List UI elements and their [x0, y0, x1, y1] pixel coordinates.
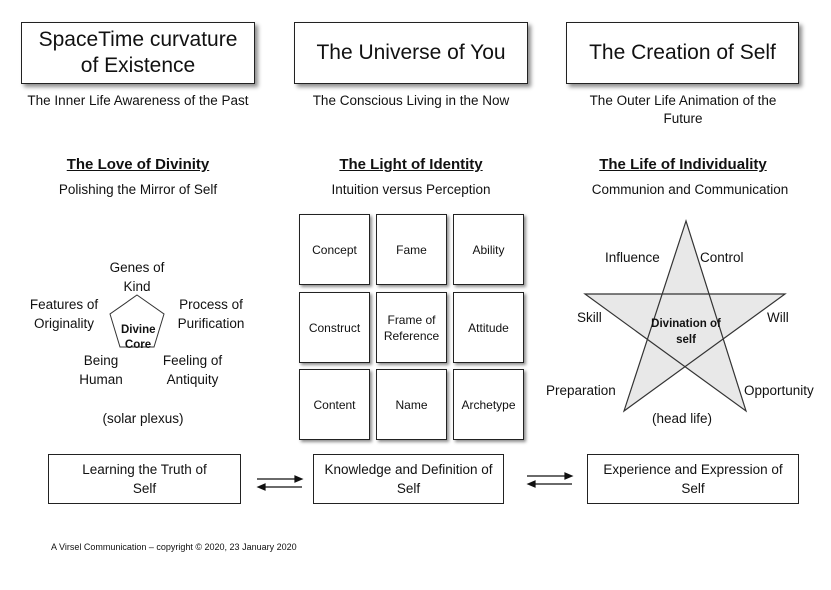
- label-feeling-of-antiquity: Feeling of Antiquity: [162, 353, 223, 387]
- grid-text-frame-of-reference: Frame of Reference: [383, 312, 440, 343]
- grid-cell-name: Name: [376, 369, 447, 440]
- star-center-label: Divination of self: [651, 318, 721, 346]
- text-knowledge-definition: Knowledge and Definition of Self: [324, 462, 493, 496]
- grid-cell-content: Content: [299, 369, 370, 440]
- label-being-human: Being Human: [79, 353, 123, 387]
- title-box-creation: The Creation of Self: [566, 22, 799, 84]
- grid-text-attitude: Attitude: [468, 320, 509, 335]
- grid-text-concept: Concept: [312, 242, 357, 257]
- subtitle-outer-life: The Outer Life Animation of the Future: [589, 93, 777, 126]
- title-spacetime: SpaceTime curvature of Existence: [38, 28, 238, 77]
- title-box-universe: The Universe of You: [294, 22, 528, 84]
- title-universe: The Universe of You: [316, 41, 506, 64]
- label-will: Will: [767, 310, 789, 325]
- heading-light-of-identity: The Light of Identity: [339, 156, 483, 173]
- heading-love-of-divinity: The Love of Divinity: [66, 156, 210, 173]
- box-learning-truth: Learning the Truth of Self: [48, 454, 241, 504]
- label-skill: Skill: [577, 310, 602, 325]
- grid-text-content: Content: [313, 397, 356, 412]
- grid-text-archetype: Archetype: [461, 397, 516, 412]
- grid-cell-construct: Construct: [299, 292, 370, 363]
- label-process-of-purification: Process of Purification: [177, 297, 245, 331]
- subheading-polishing-mirror: Polishing the Mirror of Self: [58, 182, 218, 197]
- subheading-communion: Communion and Communication: [591, 182, 789, 197]
- divine-core-pentagon: [109, 294, 165, 348]
- arrow-knowledge-experience: [526, 472, 574, 488]
- grid-cell-archetype: Archetype: [453, 369, 524, 440]
- subtitle-inner-life: The Inner Life Awareness of the Past: [27, 93, 249, 108]
- label-features-of-originality: Features of Originality: [29, 297, 99, 331]
- box-experience-expression: Experience and Expression of Self: [587, 454, 799, 504]
- label-influence: Influence: [605, 250, 660, 265]
- title-creation: The Creation of Self: [589, 41, 776, 64]
- box-knowledge-definition: Knowledge and Definition of Self: [313, 454, 504, 504]
- pentagon-center-label: Divine Core: [121, 323, 156, 353]
- grid-text-construct: Construct: [308, 320, 361, 335]
- text-learning-truth: Learning the Truth of Self: [82, 462, 207, 496]
- grid-cell-attitude: Attitude: [453, 292, 524, 363]
- heading-life-of-individuality: The Life of Individuality: [599, 156, 767, 173]
- arrow-learning-knowledge: [256, 475, 304, 491]
- grid-cell-fame: Fame: [376, 214, 447, 285]
- copyright-footer: A Virsel Communication – copyright © 202…: [51, 542, 297, 552]
- subtitle-conscious-living: The Conscious Living in the Now: [312, 93, 510, 108]
- label-head-life: (head life): [652, 411, 713, 426]
- grid-cell-concept: Concept: [299, 214, 370, 285]
- label-opportunity: Opportunity: [744, 383, 814, 398]
- label-control: Control: [700, 250, 744, 265]
- subheading-intuition-perception: Intuition versus Perception: [331, 182, 491, 197]
- text-experience-expression: Experience and Expression of Self: [603, 462, 783, 496]
- grid-text-name: Name: [395, 397, 428, 412]
- label-genes-of-kind: Genes of Kind: [109, 260, 165, 294]
- grid-cell-ability: Ability: [453, 214, 524, 285]
- pentagram-star: [583, 219, 787, 413]
- grid-text-fame: Fame: [396, 242, 427, 257]
- grid-text-ability: Ability: [472, 242, 505, 257]
- label-preparation: Preparation: [546, 383, 616, 398]
- grid-cell-frame-of-reference: Frame of Reference: [376, 292, 447, 363]
- label-solar-plexus: (solar plexus): [102, 411, 184, 426]
- divine-core-text: Divine Core: [121, 324, 156, 351]
- title-box-spacetime: SpaceTime curvature of Existence: [21, 22, 255, 84]
